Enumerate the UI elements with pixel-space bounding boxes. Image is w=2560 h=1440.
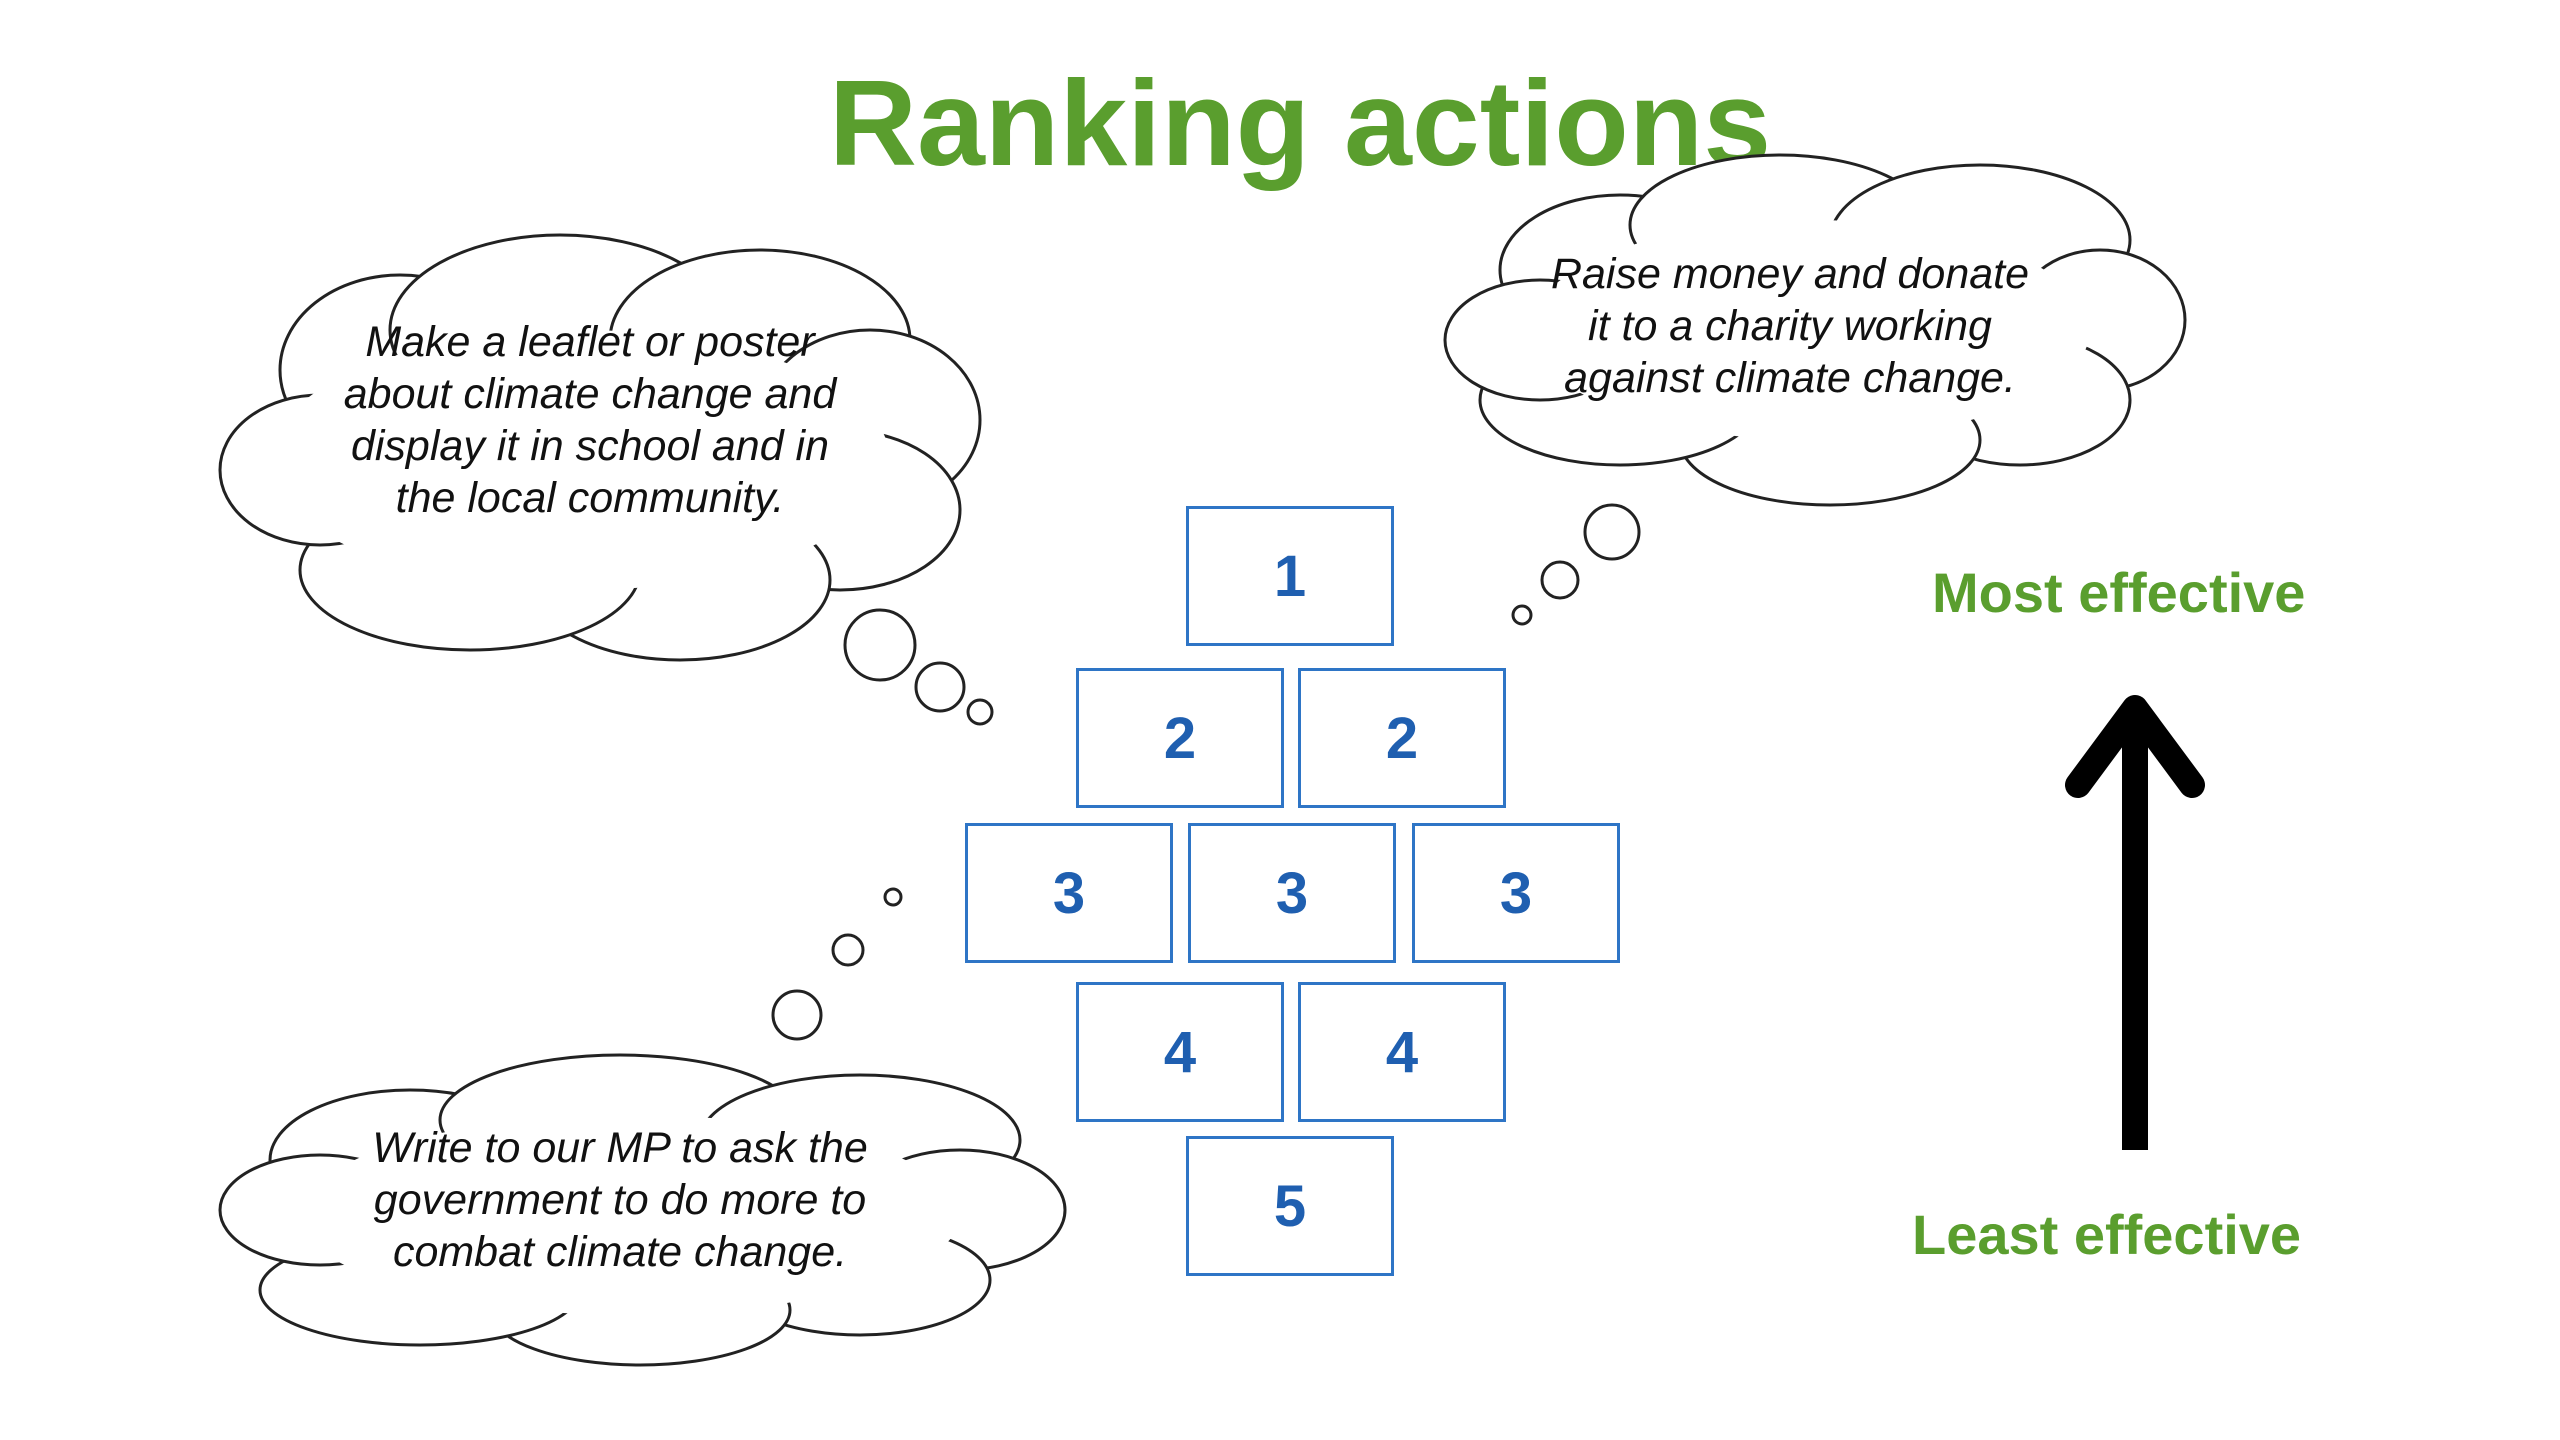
rank-number: 2 (1385, 705, 1419, 771)
cloud-text-mp: Write to our MP to ask the government to… (372, 1124, 868, 1276)
rank-number: 3 (1499, 860, 1533, 926)
rank-number: 4 (1163, 1019, 1197, 1085)
page-title: Ranking actions (828, 55, 1772, 191)
most-effective-label: Most effective (1932, 561, 2306, 624)
rank-box-1[interactable]: 1 (1186, 506, 1394, 646)
thought-cloud-charity (1443, 153, 2187, 626)
rank-box-2-right[interactable]: 2 (1298, 668, 1506, 808)
cloud-text-charity: Raise money and donate it to a charity w… (1550, 250, 2030, 402)
rank-number: 5 (1273, 1173, 1307, 1239)
thought-cloud-mp (218, 887, 1067, 1367)
rank-number: 4 (1385, 1019, 1419, 1085)
rank-box-4-left[interactable]: 4 (1076, 982, 1284, 1122)
least-effective-label: Least effective (1912, 1203, 2302, 1266)
up-arrow-icon (2065, 695, 2205, 1150)
rank-box-4-right[interactable]: 4 (1298, 982, 1506, 1122)
rank-box-3-left[interactable]: 3 (965, 823, 1173, 963)
rank-box-2-left[interactable]: 2 (1076, 668, 1284, 808)
rank-box-3-right[interactable]: 3 (1412, 823, 1620, 963)
rank-number: 3 (1052, 860, 1086, 926)
cloud-text-leaflet: Make a leaflet or poster about climate c… (343, 318, 837, 522)
thought-cloud-leaflet (218, 233, 994, 726)
rank-number: 3 (1275, 860, 1309, 926)
rank-box-3-middle[interactable]: 3 (1188, 823, 1396, 963)
rank-box-5[interactable]: 5 (1186, 1136, 1394, 1276)
rank-number: 1 (1273, 543, 1307, 609)
rank-number: 2 (1163, 705, 1197, 771)
